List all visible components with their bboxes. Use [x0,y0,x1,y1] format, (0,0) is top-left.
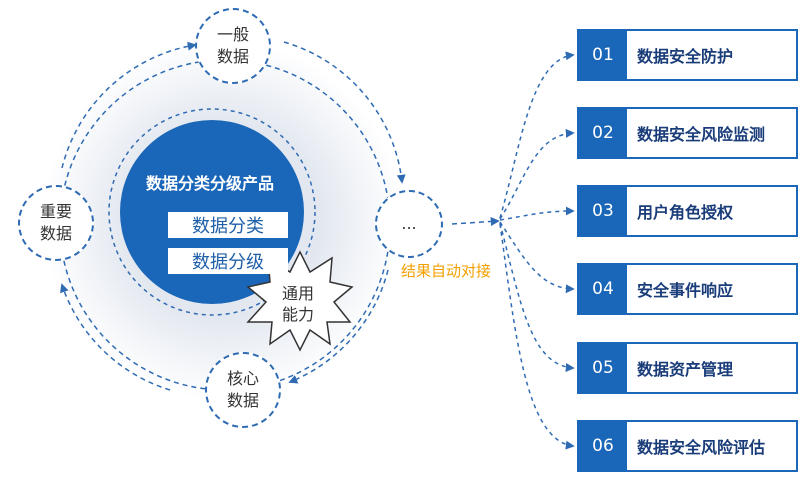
fan-arrow-01 [499,51,575,219]
node-general-data: 一般 数据 [195,8,271,84]
common-ability-label: 通用 能力 [268,284,328,326]
output-num: 05 [579,344,627,392]
fan-arrow-02 [499,128,575,220]
fan-arrow-06 [499,223,575,450]
node-core-data-label: 核心 数据 [226,369,259,410]
orbit-arrow-bottom-left [60,283,171,391]
chip-classification: 数据分类 [168,212,288,238]
output-num: 01 [579,31,627,79]
fan-arrow-03 [499,206,575,221]
output-label: 安全事件响应 [637,281,734,300]
chip-grading: 数据分级 [168,248,288,274]
output-label: 数据资产管理 [637,360,734,379]
core-title: 数据分类分级产品 [145,174,274,193]
output-num: 02 [579,109,627,157]
output-num: 06 [579,422,627,470]
node-core-data: 核心 数据 [205,352,281,428]
connector-label: 结果自动对接 [401,262,492,280]
output-label: 用户角色授权 [637,203,734,222]
fan-arrow-04 [499,221,575,294]
output-label: 数据安全风险监测 [637,125,766,144]
output-num: 04 [579,265,627,313]
output-item-03: 03 用户角色授权 [577,185,798,237]
output-item-05: 05 数据资产管理 [577,342,798,394]
common-ability-line-1: 通用 [281,284,314,303]
common-ability-line-2: 能力 [281,304,314,324]
output-num: 03 [579,187,627,235]
output-item-06: 06 数据安全风险评估 [577,420,798,472]
node-important-data-label: 重要 数据 [39,202,72,243]
output-item-01: 01 数据安全防护 [577,29,798,81]
output-item-04: 04 安全事件响应 [577,263,798,315]
output-item-02: 02 数据安全风险监测 [577,107,798,159]
inner-ring [108,108,316,316]
orbit-arrow-bottom-right [288,269,389,384]
fan-arrow-05 [499,222,575,372]
node-general-data-label: 一般 数据 [216,25,249,66]
output-label: 数据安全风险评估 [637,438,766,457]
connector-line [451,216,500,226]
node-important-data: 重要 数据 [18,185,94,261]
node-more-label: ... [401,214,417,234]
common-ability-burst [246,250,354,352]
node-more: ... [375,190,443,258]
output-label: 数据安全防护 [637,47,734,66]
orbit-arrow-top-left [61,41,197,169]
